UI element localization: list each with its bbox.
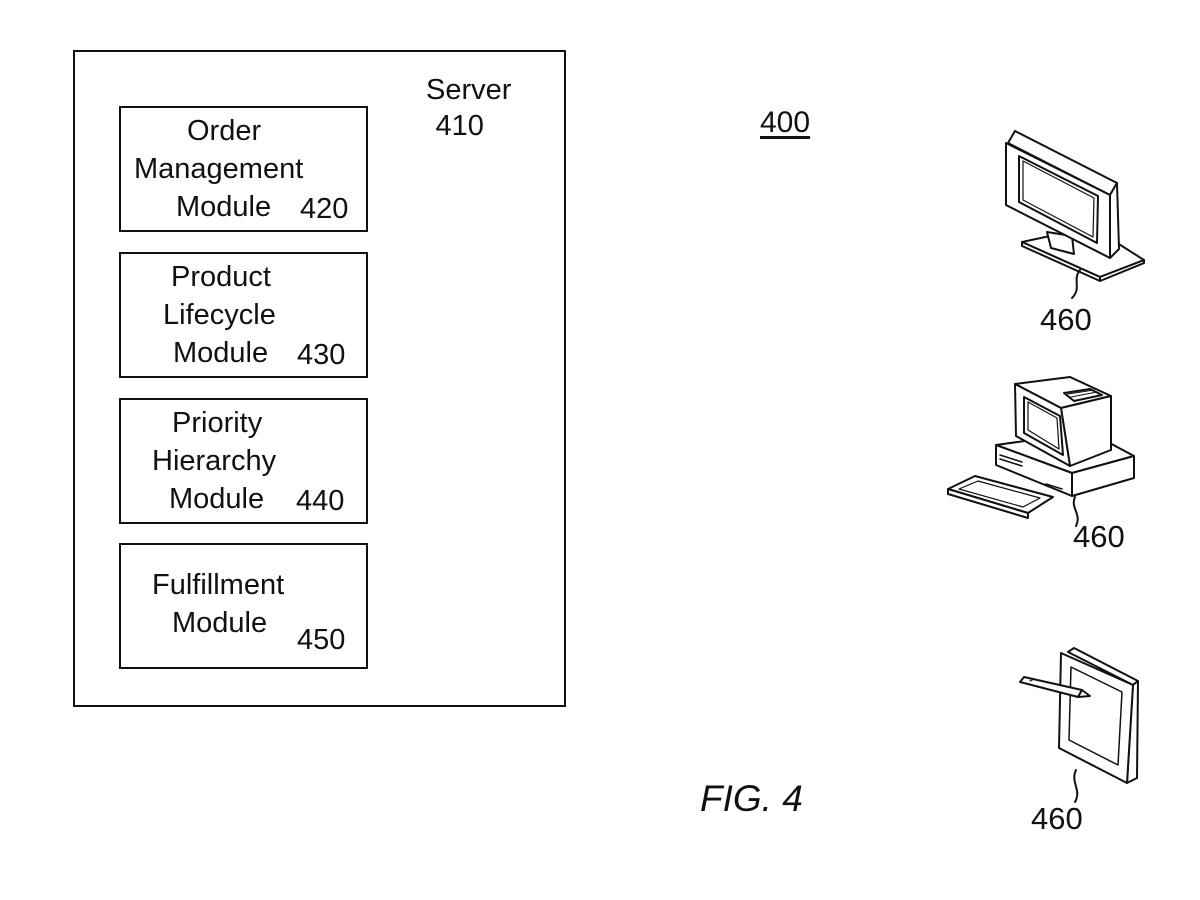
figure-caption: FIG. 4: [700, 778, 803, 819]
fulfillment-module: Fulfillment Module 450: [119, 543, 368, 669]
figure-ref-number: 400: [760, 106, 811, 139]
module-label-line: Priority: [172, 407, 263, 439]
module-label-line: Module: [173, 337, 269, 369]
module-ref-number: 420: [300, 193, 349, 225]
module-ref-number: 430: [297, 339, 346, 371]
server-label: Server 410: [426, 72, 511, 144]
order-management-module: Order Management Module 420: [119, 106, 368, 232]
module-label-line: Lifecycle: [163, 299, 276, 331]
module-ref-number: 450: [297, 624, 346, 656]
module-label-line: Product: [171, 261, 271, 293]
tablet-stylus-icon: [1019, 647, 1139, 803]
module-label-line: Module: [172, 607, 268, 639]
module-label-line: Module: [169, 483, 265, 515]
server-title: Server: [426, 74, 512, 106]
priority-hierarchy-module: Priority Hierarchy Module 440: [119, 398, 368, 524]
module-label-line: Management: [134, 153, 304, 185]
product-lifecycle-module: Product Lifecycle Module 430: [119, 252, 368, 378]
module-label-line: Fulfillment: [152, 569, 285, 601]
device-ref-number: 460: [1073, 519, 1125, 554]
device-ref-number: 460: [1031, 801, 1083, 836]
module-label-line: Hierarchy: [152, 445, 277, 477]
module-label-line: Order: [187, 115, 262, 147]
server-ref-number: 410: [435, 110, 484, 142]
server-box: [73, 50, 566, 707]
module-ref-number: 440: [296, 485, 345, 517]
desktop-computer-icon: [947, 376, 1135, 527]
module-label-line: Module: [176, 191, 272, 223]
device-ref-number: 460: [1040, 302, 1092, 337]
monitor-icon: [1005, 130, 1145, 299]
